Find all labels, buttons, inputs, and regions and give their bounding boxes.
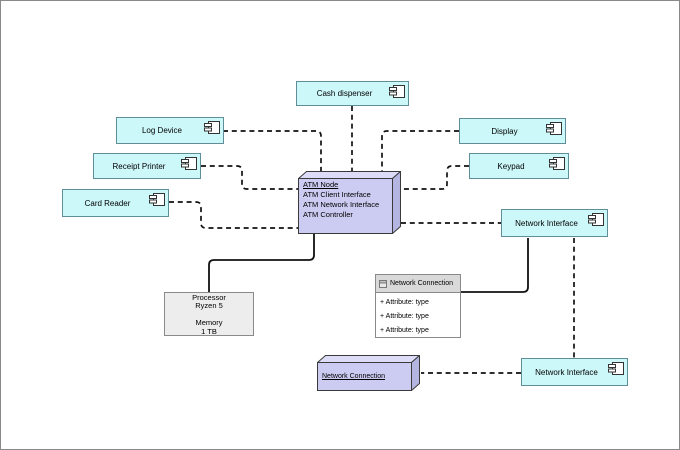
connector-receipt-printer-atm	[201, 165, 298, 190]
component-icon	[389, 85, 405, 98]
component-receipt-printer[interactable]: Receipt Printer	[93, 153, 201, 179]
connector-interface-network-connection-class	[461, 238, 529, 293]
component-label: Log Device	[141, 126, 183, 135]
class-attribute: + Attribute: type	[380, 313, 429, 320]
connector-log-device-atm	[223, 130, 322, 172]
component-icon	[588, 213, 604, 226]
node-line: ATM Controller	[303, 210, 353, 219]
node-line: ATM Client Interface	[303, 190, 371, 199]
component-icon	[549, 157, 565, 170]
component-label: Network Interface	[515, 218, 578, 228]
component-label: Cash dispenser	[316, 89, 373, 98]
component-icon	[546, 122, 562, 135]
node-line: ATM Network Interface	[303, 200, 380, 209]
component-log-device[interactable]: Log Device	[116, 117, 224, 144]
component-icon	[608, 362, 624, 375]
class-icon	[379, 279, 387, 288]
connector-keypad-atm	[401, 165, 469, 190]
node-title: Network Connection	[322, 372, 386, 380]
component-keypad[interactable]: Keypad	[469, 153, 569, 179]
hardware-line: 1 TB	[201, 326, 217, 336]
node-title: ATM Node	[303, 180, 339, 189]
component-network-interface-top[interactable]: Network Interface	[501, 209, 608, 237]
class-attribute: + Attribute: type	[380, 299, 429, 306]
component-label: Card Reader	[84, 198, 131, 208]
node-3d-shape	[317, 355, 420, 391]
component-icon	[204, 121, 220, 134]
component-network-interface-bottom[interactable]: Network Interface	[521, 358, 628, 386]
connector-card-reader-atm	[169, 201, 298, 229]
connector-atm-processor	[208, 234, 315, 292]
component-label: Display	[491, 126, 518, 136]
class-attributes: + Attribute: type + Attribute: type + At…	[376, 293, 460, 341]
component-cash-dispenser[interactable]: Cash dispenser	[296, 81, 409, 106]
component-display[interactable]: Display	[459, 118, 566, 144]
node-atm-text: ATM Node ATM Client Interface ATM Networ…	[303, 180, 389, 220]
hardware-processor-memory[interactable]: Processor Ryzen 5 Memory 1 TB	[164, 292, 254, 336]
node-network-connection[interactable]: Network Connection	[317, 355, 420, 391]
class-network-connection[interactable]: Network Connection + Attribute: type + A…	[375, 274, 461, 338]
component-icon	[181, 157, 197, 170]
connector-display-atm	[381, 130, 459, 172]
node-network-connection-text: Network Connection	[322, 362, 410, 390]
component-label: Receipt Printer	[112, 161, 166, 171]
hardware-line: Processor	[192, 292, 226, 302]
class-attribute: + Attribute: type	[380, 327, 429, 334]
component-card-reader[interactable]: Card Reader	[62, 189, 169, 217]
component-label: Network Interface	[535, 367, 598, 377]
hardware-line: Ryzen 5	[195, 301, 223, 311]
class-title: Network Connection	[390, 280, 454, 287]
class-header: Network Connection	[376, 275, 460, 293]
component-icon	[149, 193, 165, 206]
component-label: Keypad	[497, 161, 525, 171]
hardware-line: Memory	[195, 318, 223, 328]
node-3d-shape	[298, 171, 401, 234]
node-atm[interactable]: ATM Node ATM Client Interface ATM Networ…	[298, 171, 401, 234]
